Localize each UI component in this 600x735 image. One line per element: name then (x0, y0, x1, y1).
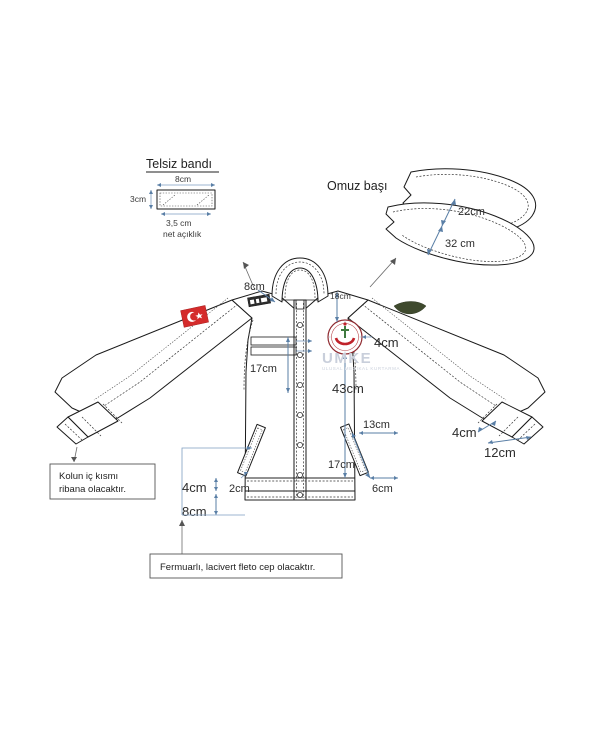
dim-chest-pocket-left-label: 17cm (250, 363, 277, 375)
shoulder-dim-22-label: 22cm (458, 206, 485, 218)
dim-pocket-left-welt: 2cm (229, 471, 250, 495)
name-tag-patch (247, 293, 271, 308)
shoulder-lower-stitch (392, 208, 526, 262)
note-sleeve-box (49, 463, 156, 500)
radio-band-detail: Telsiz bandı 8cm 3cm (130, 157, 256, 291)
shoulder-lower-shape (385, 202, 535, 266)
note-pocket-line1: Fermuarlı, lacivert fleto cep olacaktır. (160, 562, 315, 573)
radio-band-opening-dim (161, 212, 211, 216)
dim-hem-upper: 4cm (182, 478, 218, 495)
dim-collar-right: 18cm (330, 291, 351, 322)
shoulder-detail: Omuz başı 22cm 32 cm (327, 168, 537, 288)
radio-band-height-label: 3cm (130, 194, 146, 204)
left-cuff-end-stitch (64, 423, 83, 441)
right-cuff-end (511, 416, 544, 445)
dim-cuff-right-band: 4cm (452, 420, 497, 440)
right-sleeve-dark-patch (393, 301, 427, 315)
turkish-flag-patch (180, 305, 209, 328)
note-sleeve: Kolun iç kısmı ribana olacaktır. (49, 463, 156, 500)
radio-band-width-dim: 8cm (157, 174, 215, 187)
shoulder-title: Omuz başı (327, 179, 387, 193)
shoulder-dim-32: 32 cm (427, 225, 475, 256)
dim-body-length: 43cm (332, 354, 364, 478)
right-cuff-end-stitch (517, 423, 536, 441)
dim-emblem-label: 4cm (374, 335, 399, 350)
watermark: UMKE ULUSAL MEDIKAL KURTARMA (322, 350, 400, 371)
jacket-left-sleeve (54, 299, 253, 425)
left-cuff-stitch-b (81, 416, 102, 437)
dim-body-length-label: 43cm (332, 381, 364, 396)
emblem-size-marker (362, 335, 372, 339)
note-pocket-box (149, 553, 343, 579)
jacket-right-sleeve (347, 299, 546, 425)
left-cuff-stitch-a (102, 403, 123, 424)
radio-band-stitch (159, 192, 213, 207)
right-welt-pocket-stitch (343, 427, 366, 473)
radio-band-opening-sublabel: net açıklık (163, 229, 202, 239)
dim-pocket-left-welt-label: 2cm (229, 483, 250, 495)
watermark-primary: UMKE (322, 350, 372, 367)
radio-band-width-label: 8cm (175, 174, 191, 184)
dim-collar-right-label: 18cm (330, 291, 351, 301)
note-pocket: Fermuarlı, lacivert fleto cep olacaktır. (149, 553, 343, 579)
watermark-secondary: ULUSAL MEDIKAL KURTARMA (322, 366, 400, 371)
zipper-pull (295, 299, 305, 310)
dim-pocket-right-top: 13cm (359, 419, 398, 435)
left-welt-pocket-stitch (240, 427, 263, 473)
shoulder-dim-32-label: 32 cm (445, 238, 475, 250)
center-zipper-placket (293, 299, 307, 501)
right-armhole-stitch (346, 319, 357, 391)
dim-pocket-right-bottom: 6cm (370, 476, 398, 495)
radio-band-opening-label: 3,5 cm (166, 218, 192, 228)
dim-collar-left-label: 8cm (244, 281, 265, 293)
dim-hem-lower-label: 8cm (182, 504, 207, 519)
radio-band-height-dim: 3cm (130, 190, 153, 209)
radio-band-title: Telsiz bandı (146, 157, 212, 171)
left-chest-pocket (250, 336, 312, 356)
dim-cuff-right-width: 12cm (484, 436, 532, 460)
dim-pocket-right-top-label: 13cm (363, 419, 390, 431)
note-sleeve-line2: ribana olacaktır. (59, 484, 126, 495)
dim-pocket-right-bottom-label: 6cm (372, 483, 393, 495)
note-sleeve-line1: Kolun iç kısmı (59, 471, 118, 482)
dim-chest-pocket-left: 17cm (250, 337, 290, 393)
umke-emblem (327, 319, 363, 355)
collar-stitch-outer (275, 261, 325, 295)
dim-cuff-right-width-label: 12cm (484, 445, 516, 460)
dim-hem-upper-label: 4cm (182, 480, 207, 495)
right-cuff-stitch-b (498, 416, 519, 437)
dim-cuff-right-band-label: 4cm (452, 425, 477, 440)
dim-pocket-right-length: 17cm (328, 432, 371, 479)
right-cuff-stitch-a (477, 403, 498, 424)
pocket-leader (181, 446, 252, 515)
right-sleeve-top-stitch2 (371, 297, 507, 401)
jacket-collar (271, 257, 329, 303)
left-armhole-stitch (243, 319, 254, 391)
left-sleeve-top-stitch2 (93, 297, 229, 401)
left-cuff-end (56, 416, 89, 445)
dim-pocket-right-length-label: 17cm (328, 459, 355, 471)
shoulder-dim-22: 22cm (441, 198, 485, 227)
shoulder-leader (369, 257, 397, 288)
radio-band-rect (156, 189, 216, 210)
dim-collar-left: 8cm (244, 281, 276, 303)
